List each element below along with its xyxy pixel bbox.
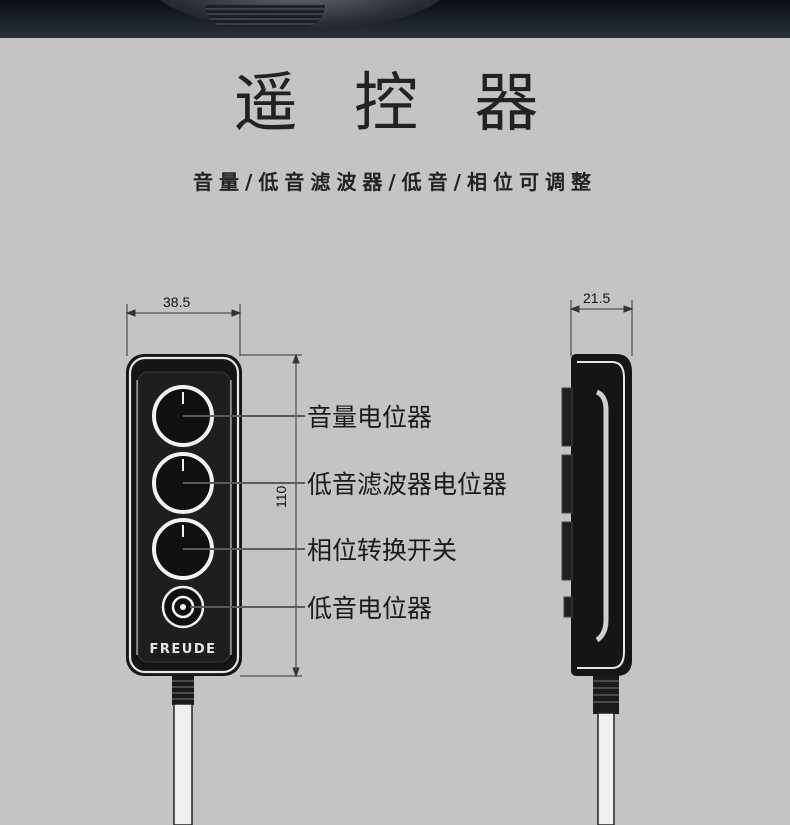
brand-logo-text: FREUDE	[149, 642, 217, 657]
callout-phase-switch: 相位转换开关	[307, 536, 458, 565]
depth-dimension-line	[569, 300, 634, 356]
height-dimension-line	[240, 353, 302, 678]
front-cable	[172, 675, 194, 825]
remote-front-view	[126, 354, 242, 676]
product-photo-strip	[0, 0, 790, 38]
depth-dimension-label: 21.5	[583, 290, 611, 306]
callout-low-pass-filter-potentiometer: 低音滤波器电位器	[307, 470, 508, 499]
callout-volume-potentiometer: 音量电位器	[307, 403, 433, 432]
width-dimension-line	[125, 304, 242, 356]
callout-leader-lines	[183, 415, 305, 608]
page-title: 遥 控 器	[233, 67, 557, 141]
width-dimension-label: 38.5	[163, 294, 191, 310]
feature-subtitle: 音量/低音滤波器/低音/相位可调整	[193, 170, 597, 194]
side-cable	[593, 674, 619, 825]
remote-side-view	[561, 354, 632, 676]
height-dimension-label: 110	[273, 485, 289, 508]
callout-bass-potentiometer: 低音电位器	[307, 594, 433, 623]
speaker-vent-image	[205, 5, 325, 27]
bass-knob	[161, 585, 205, 629]
